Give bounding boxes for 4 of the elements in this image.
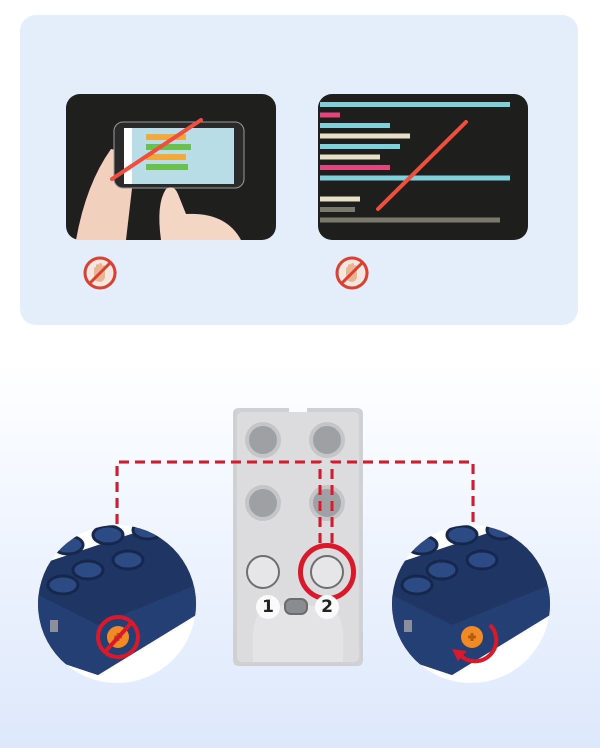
dashed-connector bbox=[116, 460, 322, 543]
dashed-connector bbox=[330, 460, 474, 543]
phone-photo bbox=[66, 94, 276, 240]
code-screenshot bbox=[318, 94, 528, 240]
